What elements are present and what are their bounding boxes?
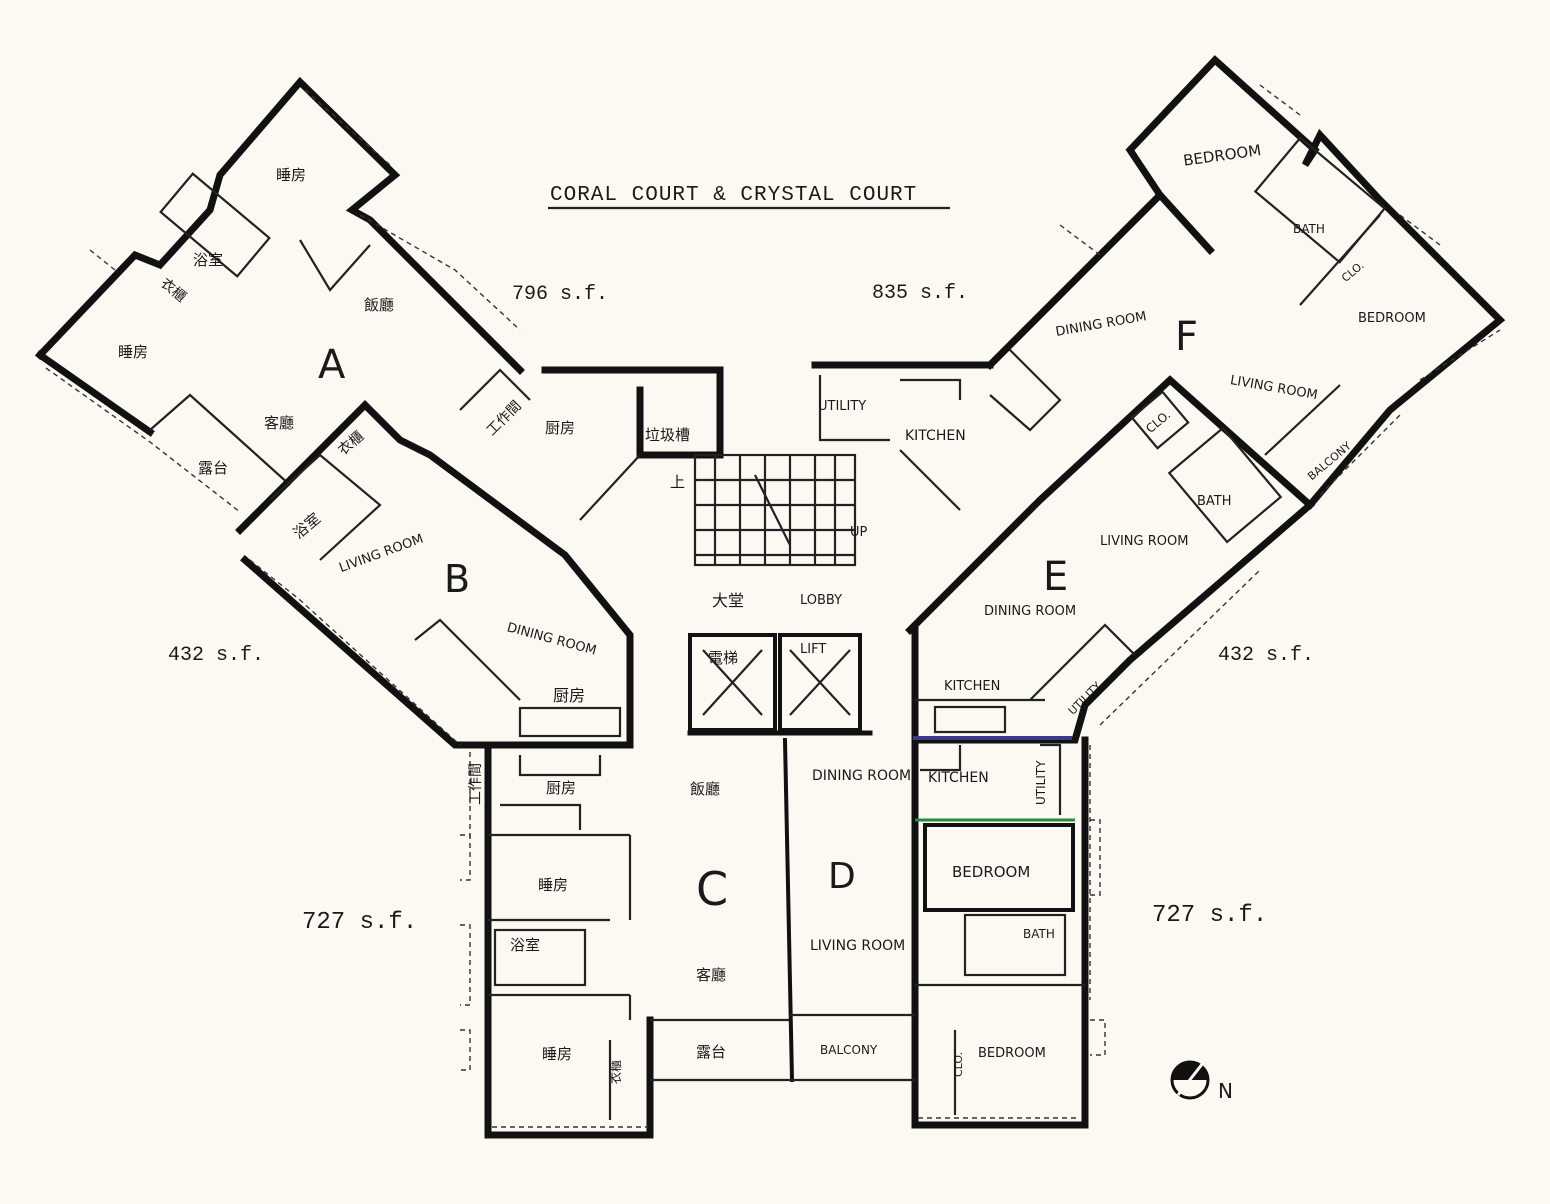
north-label: N [1218,1079,1233,1103]
room-c-balcony: 露台 [696,1043,726,1061]
stair-up-cn: 上 [670,473,685,491]
c-d-party-wall [782,737,795,1083]
room-f-dining: DINING ROOM [1054,309,1147,340]
room-c-utility: 工作間 [468,763,484,805]
unit-a [35,76,531,513]
room-f-closet: CLO. [1339,259,1367,285]
unit-e [905,375,1316,744]
unit-label-d: D [828,856,856,897]
room-f-utility: UTILITY [818,399,866,414]
room-f-kitchen: KITCHEN [905,428,966,444]
room-d-living: LIVING ROOM [810,938,905,954]
unit-c [460,746,790,1139]
area-label-e: 432 s.f. [1218,644,1314,667]
unit-d [790,736,1106,1129]
area-label-b: 432 s.f. [168,644,264,667]
stair-up-en: UP [850,525,868,540]
unit-label-a: A [318,342,346,388]
room-c-wardrobe: 衣櫃 [608,1060,623,1084]
room-d-bath: BATH [1023,927,1055,941]
lift-cn: 電梯 [708,649,738,667]
room-f-living: LIVING ROOM [1229,373,1319,403]
room-a-wardrobe: 衣櫃 [157,275,189,305]
unit-label-c: C [696,862,728,916]
room-e-bath: BATH [1197,494,1232,509]
room-a-living: 客廳 [264,414,294,432]
unit-label-b: B [444,557,470,601]
room-d-balcony: BALCONY [820,1043,878,1057]
room-refuse-chute: 垃圾槽 [645,426,690,444]
room-d-dining: DINING ROOM [812,768,911,784]
unit-f [818,55,1506,510]
room-c-bath: 浴室 [510,936,540,954]
room-c-bedroom-2: 睡房 [542,1045,572,1063]
room-f-bath: BATH [1293,222,1325,236]
unit-b [235,400,634,749]
room-c-bedroom-1: 睡房 [538,876,568,894]
room-d-closet: CLO. [952,1052,965,1077]
room-e-kitchen: KITCHEN [944,679,1000,694]
room-d-bedroom-1: BEDROOM [952,863,1030,881]
room-a-bedroom-1: 睡房 [276,166,306,184]
room-a-kitchen: 厨房 [545,419,575,437]
lobby-en: LOBBY [800,593,842,608]
unit-label-e: E [1043,554,1068,600]
area-label-a: 796 s.f. [512,283,608,306]
room-c-living: 客廳 [696,966,726,984]
room-b-kitchen: 厨房 [553,686,585,705]
core [541,361,994,736]
plan-title: CORAL COURT & CRYSTAL COURT [550,184,917,207]
room-f-bedroom-1: BEDROOM [1182,141,1262,170]
area-label-d: 727 s.f. [1152,902,1267,929]
unit-label-f: F [1175,314,1198,360]
room-d-bedroom-2: BEDROOM [978,1046,1046,1061]
room-a-utility: 工作間 [484,398,525,439]
room-a-balcony: 露台 [198,459,228,477]
lobby-cn: 大堂 [712,591,744,610]
north-arrow-icon [1170,1060,1210,1100]
room-a-bath: 浴室 [193,251,223,269]
room-f-bedroom-2: BEDROOM [1358,311,1426,326]
area-label-c: 727 s.f. [302,909,417,936]
room-b-living: LIVING ROOM [337,532,425,576]
room-e-closet: CLO. [1143,408,1173,436]
area-label-f: 835 s.f. [872,282,968,305]
room-e-living: LIVING ROOM [1100,534,1188,549]
room-c-kitchen: 厨房 [546,779,576,797]
room-d-kitchen: KITCHEN [928,770,989,786]
room-b-bath: 浴室 [290,509,325,542]
lift-en: LIFT [800,642,826,657]
room-a-dining: 飯廳 [364,296,394,314]
room-a-bedroom-2: 睡房 [118,343,148,361]
room-d-utility: UTILITY [1034,760,1048,805]
room-b-dining: DINING ROOM [505,620,598,658]
room-c-dining: 飯廳 [690,780,720,798]
room-e-dining: DINING ROOM [984,604,1076,619]
